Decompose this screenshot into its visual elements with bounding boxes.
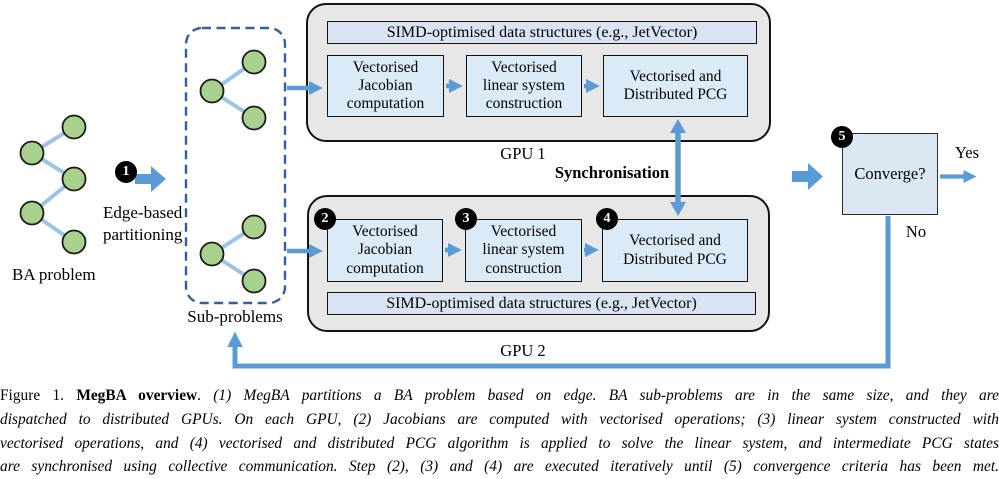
graph-node	[19, 140, 45, 166]
gpu1-simd-label: SIMD-optimised data structures (e.g., Je…	[386, 23, 698, 41]
gpu1-jacobian-label: Vectorised Jacobian computation	[346, 58, 425, 113]
ba-problem-label: BA problem	[12, 265, 96, 284]
gpu1-pcg-label: Vectorised and Distributed PCG	[623, 67, 728, 103]
step2-badge: 2	[314, 208, 336, 230]
synchronisation-label: Synchronisation	[554, 163, 670, 182]
graph-node	[241, 105, 267, 131]
gpu1-simd-bar: SIMD-optimised data structures (e.g., Je…	[327, 21, 757, 44]
ba-graph-edge	[30, 177, 76, 215]
caption-body-1: (1) MegBA partitions a BA problem based …	[213, 387, 999, 404]
ba-problem-nodes	[19, 114, 87, 255]
converge-label: Converge?	[854, 164, 926, 183]
caption-line-4: are synchronised using collective commun…	[0, 455, 999, 479]
caption-line-3: vectorised operations, and (4) vectorise…	[0, 432, 999, 456]
subproblem-nodes	[199, 49, 267, 294]
graph-node	[241, 214, 267, 240]
caption-body-2: dispatched to distributed GPUs. On each …	[0, 410, 999, 428]
partition-arrow-icon	[135, 166, 166, 192]
caption-title: MegBA overview	[76, 387, 198, 404]
step3-badge: 3	[455, 208, 477, 230]
graph-node	[61, 229, 87, 255]
ba-graph-edge	[30, 125, 76, 155]
gpu2-jacobian-label: Vectorised Jacobian computation	[346, 223, 424, 277]
gpu2-label: GPU 2	[500, 341, 546, 360]
step5-badge: 5	[831, 126, 853, 148]
ba-graph-edge	[30, 211, 76, 244]
graph-node	[19, 200, 45, 226]
gpu1-linear-system-label: Vectorised linear system construction	[482, 58, 566, 113]
figure-caption: Figure 1. MegBA overview. (1) MegBA part…	[0, 384, 999, 479]
subproblems-dashed-box	[184, 26, 287, 305]
gpu1-pcg-box: Vectorised and Distributed PCG	[603, 55, 748, 117]
converge-block-arrow-icon	[792, 163, 823, 190]
caption-body-3: vectorised operations, and (4) vectorise…	[0, 434, 999, 452]
subgraph-edge	[210, 89, 256, 120]
graph-node	[241, 268, 267, 294]
edge-partitioning-label: Edge-based partitioning	[103, 203, 183, 245]
ba-problem-graph	[30, 125, 76, 244]
gpu2-linear-system-label: Vectorised linear system construction	[482, 223, 565, 277]
subproblems-label: Sub-problems	[187, 307, 283, 326]
gpu2-linear-system-box: Vectorised linear system construction	[465, 219, 582, 282]
yes-label: Yes	[954, 143, 979, 162]
gpu1-linear-system-box: Vectorised linear system construction	[466, 55, 582, 117]
step1-badge: 1	[115, 161, 137, 183]
graph-node	[241, 49, 267, 75]
gpu2-pcg-label: Vectorised and Distributed PCG	[623, 232, 727, 268]
caption-figure-number: Figure 1.	[0, 387, 77, 404]
caption-line-2: dispatched to distributed GPUs. On each …	[0, 408, 999, 432]
step4-badge: 4	[596, 208, 618, 230]
no-label: No	[905, 222, 927, 241]
subgraph-edge	[210, 252, 256, 283]
gpu2-pcg-box: Vectorised and Distributed PCG	[602, 219, 748, 282]
caption-body-4: are synchronised using collective commun…	[0, 458, 999, 476]
graph-node	[61, 166, 87, 192]
gpu2-jacobian-box: Vectorised Jacobian computation	[327, 219, 443, 282]
gpu1-label: GPU 1	[500, 144, 546, 163]
ba-graph-edge	[30, 151, 76, 181]
gpu2-simd-label: SIMD-optimised data structures (e.g., Je…	[386, 294, 697, 312]
gpu2-simd-bar: SIMD-optimised data structures (e.g., Je…	[327, 292, 756, 315]
graph-node	[199, 241, 225, 267]
graph-node	[61, 114, 87, 140]
caption-separator: .	[197, 387, 214, 404]
gpu1-jacobian-box: Vectorised Jacobian computation	[327, 55, 444, 117]
subproblem-graph-top	[210, 60, 256, 283]
caption-line-1: Figure 1. MegBA overview. (1) MegBA part…	[0, 384, 999, 408]
graph-node	[199, 78, 225, 104]
subgraph-edge	[210, 60, 256, 93]
converge-box: Converge?	[842, 133, 938, 215]
subgraph-edge	[210, 225, 256, 256]
